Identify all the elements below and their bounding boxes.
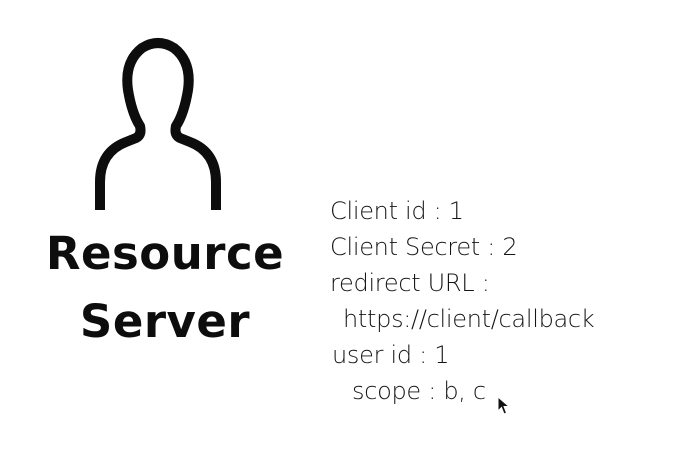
client-id-text: Client id : 1 — [330, 197, 464, 225]
redirect-url-label: redirect URL : — [330, 269, 490, 297]
mouse-pointer-icon — [497, 396, 511, 415]
scope-text: scope : b, c — [352, 377, 486, 405]
client-secret-text: Client Secret : 2 — [330, 233, 518, 261]
node-title-line2: Server — [79, 295, 251, 348]
node-title-line1: Resource — [45, 227, 285, 280]
user-id-text: user id : 1 — [332, 341, 450, 369]
person-silhouette-icon — [95, 38, 221, 210]
redirect-url-value: https://client/callback — [343, 305, 595, 333]
